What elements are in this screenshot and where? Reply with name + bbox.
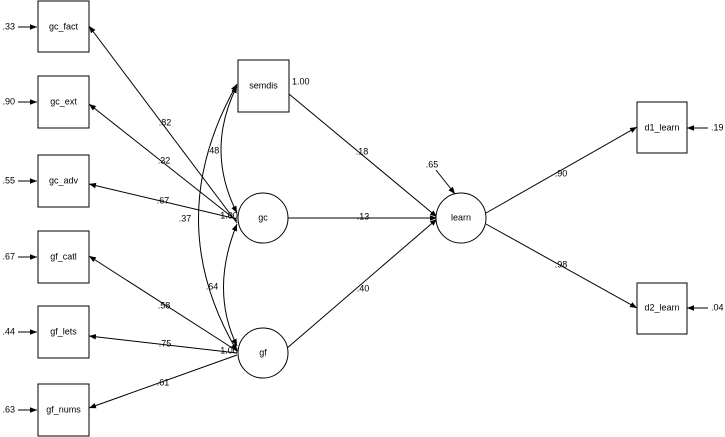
node-label: gc_adv [49,175,79,185]
covariance-value-semdis-gc: .48 [207,145,220,155]
node-semdis: semdis [237,59,290,113]
node-gf-nums: gf_nums [37,383,90,437]
loading-arrow-gc-fact [88,25,238,224]
residual-arrow-learn [435,169,456,195]
residual-value-d2-learn: .04 [711,302,724,312]
residual-value-d1-learn: .19 [711,122,724,132]
loading-arrow-gf-lets [88,334,238,354]
path-value-semdis-learn: .18 [356,146,369,156]
node-label: gf_catl [50,251,77,261]
loading-value-d1-learn: .90 [555,168,568,178]
node-learn: learn [435,192,487,244]
node-label: gc_ext [50,96,77,106]
covariance-value-gc-gf: .64 [206,281,219,291]
loading-value-gf-catl: .58 [158,300,171,310]
path-value-gc-learn: .13 [357,211,370,221]
loading-arrow-gc-ext [88,103,238,222]
residual-value-gf-catl: .67 [2,251,15,261]
residual-value-gc-fact: .33 [2,21,15,31]
node-label: learn [451,212,471,222]
residual-value-gc-adv: .55 [2,175,15,185]
node-gf: gf [237,327,289,379]
node-gf-lets: gf_lets [37,305,90,359]
residual-value-gc-ext: .90 [2,96,15,106]
path-arrow-semdis-learn [288,93,438,218]
node-label: semdis [249,80,278,90]
covariance-value-semdis-gf: .37 [179,213,192,223]
node-gc-adv: gc_adv [37,154,90,208]
node-label: gf_lets [50,326,77,336]
loading-value-gf-lets: .75 [159,338,172,348]
node-label: gc_fact [49,21,79,31]
node-label: gf_nums [46,404,81,414]
node-label: d2_learn [644,302,679,312]
residual-value-gf-nums: .63 [2,404,15,414]
loading-value-gc-ext: .32 [158,155,171,165]
residual-value-learn: .65 [426,159,439,169]
loading-arrow-gf-nums [88,354,238,409]
node-gf-catl: gf_catl [37,230,90,284]
variance-value-semdis: 1.00 [292,76,310,86]
node-d2-learn: d2_learn [636,282,688,335]
path-arrow-gf-learn [285,218,438,350]
loading-value-d2-learn: .98 [555,259,568,269]
variance-value-gf: 1.00 [220,345,238,355]
residual-value-gf-lets: .44 [2,326,15,336]
loading-value-gc-adv: .67 [157,195,170,205]
path-value-gf-learn: .40 [357,283,370,293]
node-gc: gc [237,192,289,244]
node-d1-learn: d1_learn [636,101,688,154]
loading-arrow-gf-catl [88,255,238,352]
node-gc-ext: gc_ext [37,75,90,129]
covariance-curve-semdis-gf [198,83,238,352]
variance-value-gc: 1.00 [220,210,238,220]
covariance-curve-semdis-gc [220,85,238,214]
covariance-curve-gc-gf [223,223,238,347]
loading-value-gc-fact: .82 [159,117,172,127]
loading-arrow-gc-adv [88,182,238,220]
loading-arrow-d2-learn [485,223,638,309]
node-gc-fact: gc_fact [37,0,90,53]
loading-value-gf-nums: .61 [157,377,170,387]
node-label: gf [259,347,267,357]
loading-arrow-d1-learn [485,126,638,214]
node-label: d1_learn [644,122,679,132]
node-label: gc [258,212,268,222]
